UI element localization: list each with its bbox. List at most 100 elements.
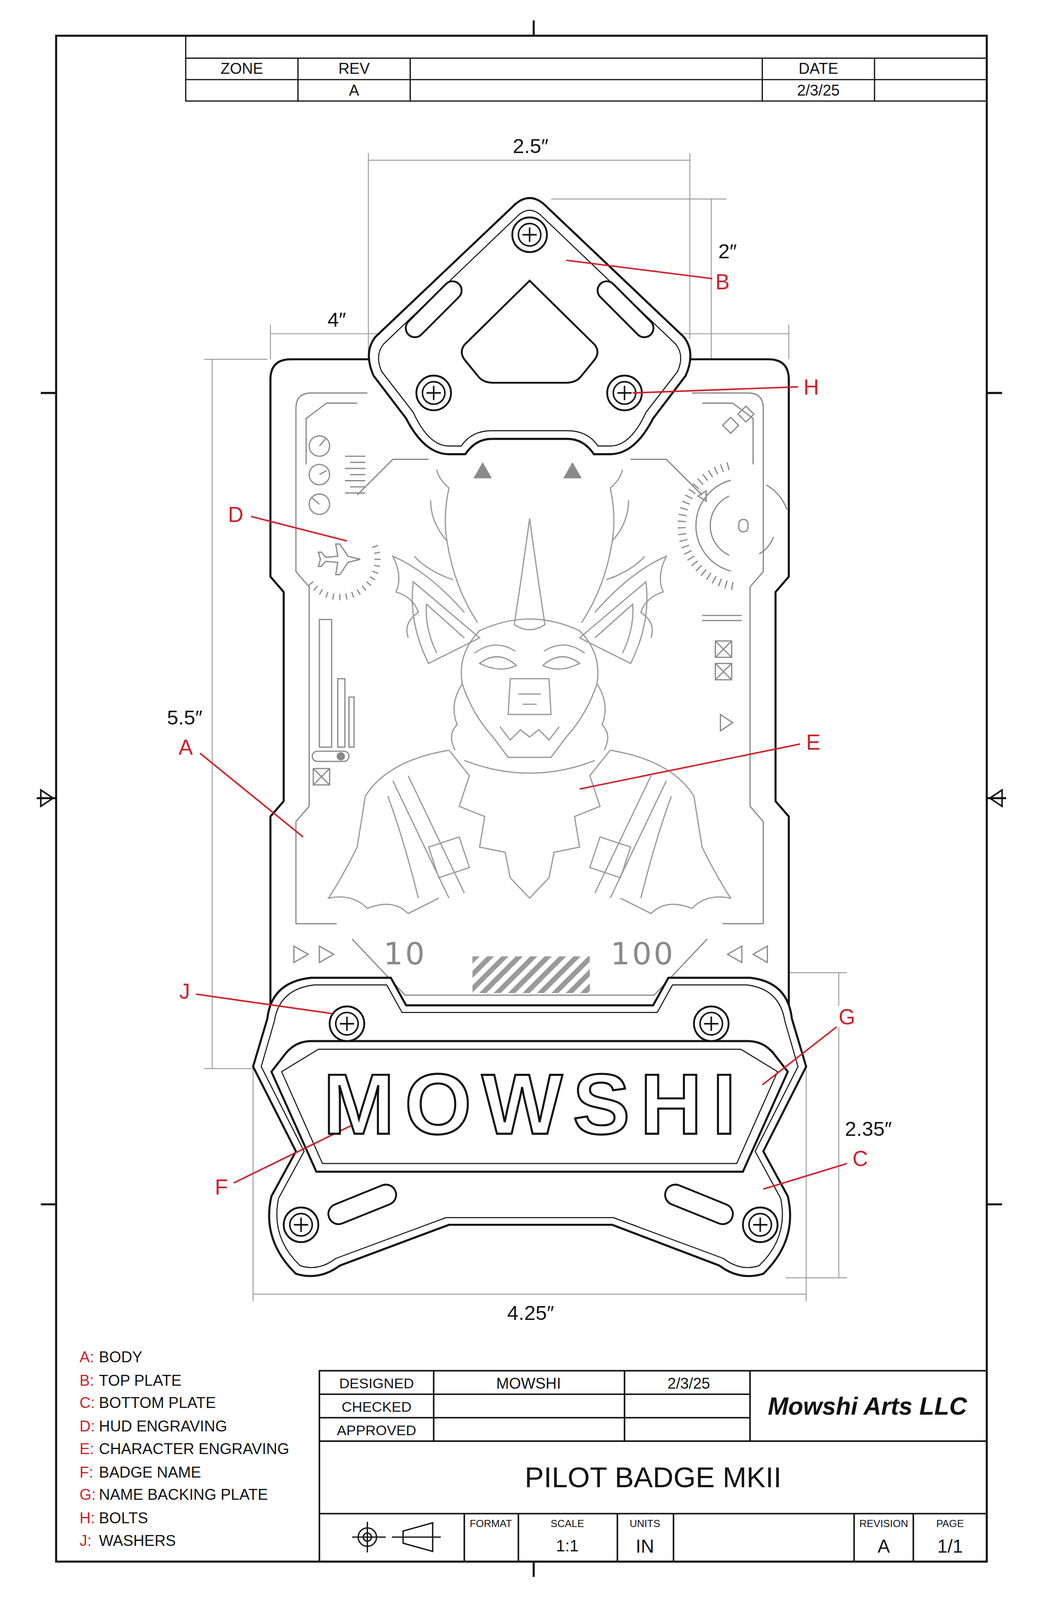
hud-engraving [345,479,366,482]
dimension-lines [204,358,268,360]
hud-tick [369,576,376,580]
hud-tick [357,589,361,595]
hud-engraving [472,956,590,994]
hud-tick [684,550,692,555]
character-engraving [392,775,465,898]
field-value: A [877,1536,890,1556]
hud-tick [332,593,335,600]
field-label: UNITS [629,1518,661,1529]
table-cell-text: 2/3/25 [797,82,841,98]
callout-letter: J [177,980,192,1002]
name-backing-plate [271,1040,789,1172]
callout-letter: H [801,376,822,398]
projection-symbol [391,1535,441,1538]
washer [693,1006,729,1041]
hud-tick [692,483,700,490]
character-engraving [640,796,672,898]
hud-tick [362,585,366,591]
bolt [742,1207,778,1243]
callout-letter: D [225,503,246,525]
field-label: PAGE [936,1518,964,1529]
legend-text: CHARACTER ENGRAVING [98,1440,290,1456]
title-block [463,1513,466,1562]
hud-tick [373,565,380,567]
washer [329,1006,365,1041]
bottom-plate [253,977,807,1276]
hud-engraving [738,519,748,532]
character-engraving [581,469,646,623]
hud-engraving [702,403,754,465]
hud-engraving [738,406,755,423]
title-block [853,1513,856,1562]
washer [283,1207,319,1243]
hud-engraving [691,392,763,924]
hud-tick [339,594,341,601]
title-block [319,1512,987,1515]
dimension-lines [368,159,691,161]
character-engraving [387,796,419,898]
hud-tick [679,507,688,510]
revision-table [297,58,299,102]
field-label: FORMAT [469,1518,512,1529]
field-label: SCALE [550,1518,585,1529]
character-engraving [414,469,478,623]
dimension-lines [204,153,848,1302]
table-cell-text: MOWSHI [496,1374,561,1391]
dimension-text: 4″ [325,309,348,330]
character-engraving [328,469,731,914]
character-engraving [464,760,596,774]
hud-tick [678,533,687,535]
character-engraving [589,836,631,878]
character-engraving [594,604,633,654]
name-backing-plate [271,1040,789,1172]
character-engraving [474,644,585,654]
hud-tick [351,591,354,598]
hud-engraving [319,619,332,748]
sheet-border [532,20,535,37]
hud-engraving [345,467,366,470]
character-engraving [579,581,648,664]
table-cell-text: CHECKED [341,1398,412,1414]
field-label: REVISION [859,1518,908,1529]
bolt [329,1006,365,1041]
hud-tick [374,558,381,561]
table-cell-text: ZONE [220,60,263,77]
character-engraving [428,836,470,878]
bottom-plate [261,984,798,1268]
bolt-group [283,217,778,1242]
bolt-cross [617,385,632,400]
hud-tick [319,589,323,595]
title-block [749,1370,751,1441]
hud-tick [708,470,713,478]
hud-tick [718,578,722,587]
hud-engraving [312,751,350,762]
hud-tick [366,581,371,586]
character-engraving [500,726,560,740]
sheet-border [40,789,53,807]
dimension-lines [253,1293,807,1295]
hud-engraving [319,438,326,447]
callout-leader [251,516,348,541]
title-block [433,1370,435,1441]
hud-tick [325,591,328,598]
character-engraving [412,581,480,664]
name-backing-plate [281,1048,778,1164]
title-block [672,1513,675,1562]
hud-engraving [306,403,358,465]
dimension-lines [805,1066,807,1302]
character-engraving [479,656,517,669]
hud-engraving [702,614,742,616]
callout-letter: G [836,1005,858,1028]
bolt-cross [339,1016,355,1031]
dimension-lines [788,324,790,360]
hud-engraving [337,678,346,748]
legend-text: WASHERS [98,1532,176,1548]
field-value: 1/1 [937,1536,963,1556]
title-block [616,1513,619,1562]
callout-letter: C [850,1147,871,1169]
dimension-lines [689,153,691,339]
title-block [623,1370,626,1441]
title-block [912,1513,915,1562]
bolt-head [749,1213,772,1236]
